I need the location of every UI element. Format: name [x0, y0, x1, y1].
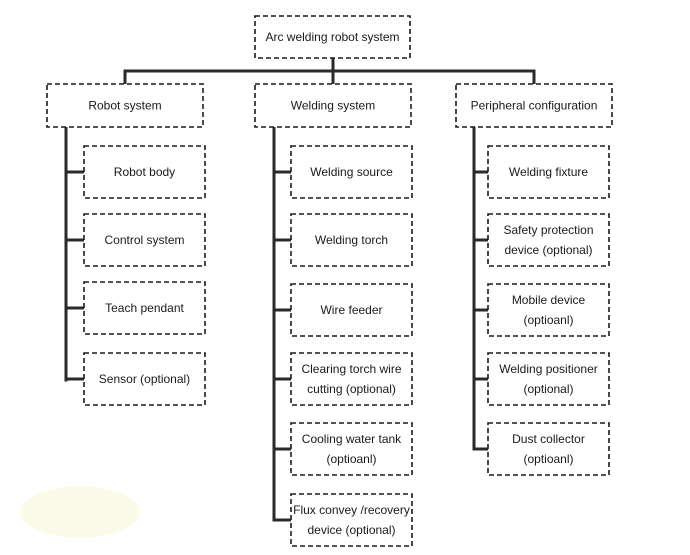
child-node-robot-0: Robot body — [83, 145, 206, 199]
child-node-welding-3-box — [290, 352, 413, 406]
child-node-peripheral-0: Welding fixture — [487, 145, 610, 199]
child-node-robot-0-box — [83, 145, 206, 199]
child-node-welding-1: Welding torch — [290, 213, 413, 267]
child-node-welding-1-label: Welding torch — [315, 233, 388, 247]
child-node-robot-1-label: Control system — [104, 233, 184, 247]
child-node-welding-5-box — [290, 493, 413, 547]
child-node-welding-3: Clearing torch wire cutting (optional) — [290, 352, 413, 406]
branch-node-welding: Welding system — [254, 83, 412, 128]
child-node-welding-0-box — [290, 145, 413, 199]
root-node-label: Arc welding robot system — [265, 30, 399, 44]
branch-node-peripheral: Peripheral configuration — [455, 83, 613, 128]
child-node-peripheral-4: Dust collector (optioanl) — [487, 422, 610, 476]
child-node-peripheral-3-box — [487, 352, 610, 406]
child-node-peripheral-0-box — [487, 145, 610, 199]
child-node-robot-2-label: Teach pendant — [105, 301, 184, 315]
child-node-welding-0-label: Welding source — [310, 165, 393, 179]
child-node-welding-5-label: Flux convey /recovery — [293, 503, 410, 517]
branch-node-welding-box — [254, 83, 412, 128]
child-node-welding-0: Welding source — [290, 145, 413, 199]
background-smudge — [20, 486, 140, 538]
child-node-welding-4: Cooling water tank (optioanl) — [290, 422, 413, 476]
child-node-peripheral-1-label: device (optional) — [504, 243, 592, 257]
root-node-box — [254, 15, 411, 59]
branch-node-robot: Robot system — [46, 83, 204, 128]
branch-node-robot-label: Robot system — [88, 99, 161, 113]
child-node-welding-2-box — [290, 283, 413, 337]
child-node-peripheral-3-label: Welding positioner — [499, 362, 598, 376]
child-node-robot-1-box — [83, 213, 206, 267]
branch-node-welding-label: Welding system — [291, 99, 375, 113]
child-node-robot-0-label: Robot body — [114, 165, 175, 179]
child-node-welding-5: Flux convey /recovery device (optional) — [290, 493, 413, 547]
child-node-peripheral-3: Welding positioner (optional) — [487, 352, 610, 406]
child-node-welding-4-label: Cooling water tank — [302, 432, 402, 446]
child-node-welding-2-label: Wire feeder — [320, 303, 382, 317]
child-node-robot-2-box — [83, 281, 206, 335]
child-node-peripheral-4-box — [487, 422, 610, 476]
child-node-peripheral-3-label: (optional) — [523, 382, 573, 396]
child-node-peripheral-2-label: Mobile device — [512, 293, 586, 307]
child-node-peripheral-2: Mobile device (optioanl) — [487, 283, 610, 337]
branch-node-robot-box — [46, 83, 204, 128]
child-node-peripheral-1-box — [487, 213, 610, 267]
child-node-robot-3: Sensor (optional) — [83, 352, 206, 406]
child-node-peripheral-1-label: Safety protection — [503, 223, 593, 237]
root-node: Arc welding robot system — [254, 15, 411, 59]
child-node-welding-1-box — [290, 213, 413, 267]
child-node-welding-3-label: cutting (optional) — [307, 382, 396, 396]
child-node-peripheral-2-box — [487, 283, 610, 337]
child-node-welding-4-label: (optioanl) — [326, 452, 376, 466]
child-node-peripheral-4-label: (optioanl) — [523, 452, 573, 466]
child-node-peripheral-1: Safety protection device (optional) — [487, 213, 610, 267]
child-node-robot-3-label: Sensor (optional) — [99, 372, 190, 386]
child-node-robot-3-box — [83, 352, 206, 406]
child-node-robot-2: Teach pendant — [83, 281, 206, 335]
child-node-welding-2: Wire feeder — [290, 283, 413, 337]
branch-node-peripheral-box — [455, 83, 613, 128]
child-node-welding-3-label: Clearing torch wire — [301, 362, 401, 376]
child-node-peripheral-4-label: Dust collector — [512, 432, 585, 446]
child-node-peripheral-0-label: Welding fixture — [509, 165, 588, 179]
child-node-peripheral-2-label: (optioanl) — [523, 313, 573, 327]
branch-node-peripheral-label: Peripheral configuration — [471, 99, 598, 113]
child-node-welding-5-label: device (optional) — [307, 523, 395, 537]
child-node-welding-4-box — [290, 422, 413, 476]
connector-lines — [64, 56, 536, 522]
child-node-robot-1: Control system — [83, 213, 206, 267]
